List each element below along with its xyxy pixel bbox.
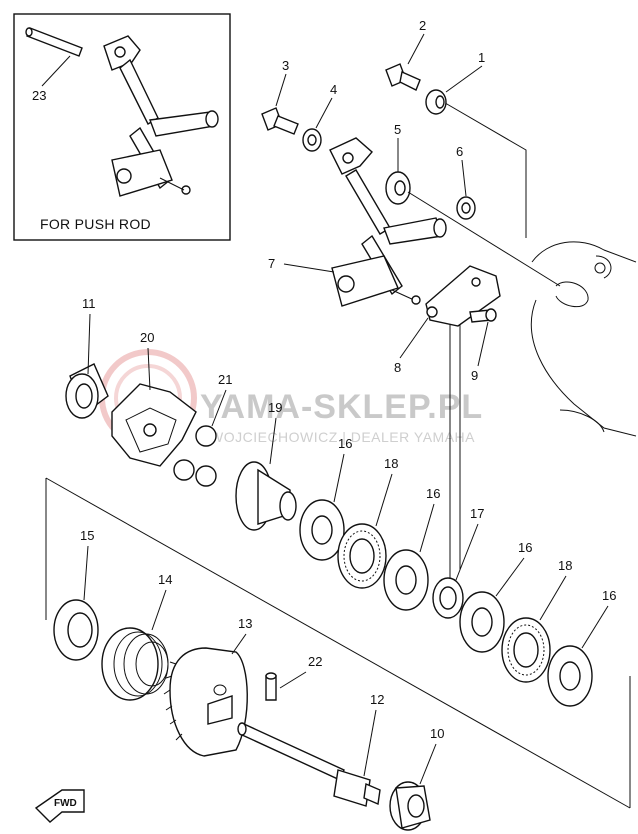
label-11: 11: [82, 296, 96, 311]
inset-caption: FOR PUSH ROD: [40, 216, 151, 232]
label-19: 19: [268, 400, 282, 415]
part-15-seal: [53, 599, 99, 661]
label-16b: 16: [426, 486, 440, 501]
part-18-needle-bearing-b: [501, 617, 551, 683]
fwd-arrow-icon: FWD: [34, 789, 85, 823]
part-1-collar: [425, 89, 447, 115]
part-23-push-rod: [25, 27, 83, 57]
watermark-subtitle: WOJCIECHOWICZ | DEALER YAMAHA: [210, 429, 475, 445]
label-10: 10: [430, 726, 444, 741]
label-7: 7: [268, 256, 275, 271]
reference-lines: [45, 99, 631, 809]
label-18a: 18: [384, 456, 398, 471]
label-22: 22: [308, 654, 322, 669]
label-5: 5: [394, 122, 401, 137]
part-19-collar: [235, 461, 297, 531]
part-labels: 2 1 3 4 5 6 7 8 9 11 20 21 19 16 18 16 1: [80, 18, 616, 785]
part-17-collar: [432, 577, 464, 619]
label-15: 15: [80, 528, 94, 543]
label-1: 1: [478, 50, 485, 65]
label-4: 4: [330, 82, 337, 97]
part-2-bolt: [385, 63, 421, 91]
watermark-brand: YAMA-SKLEP.PL: [200, 388, 483, 426]
part-10-bearing: [389, 781, 431, 831]
label-16c: 16: [518, 540, 532, 555]
label-17: 17: [470, 506, 484, 521]
part-16-washer-a: [299, 499, 345, 561]
label-21: 21: [218, 372, 232, 387]
crankcase-outline: [530, 241, 637, 437]
part-14-spring: [101, 627, 169, 701]
part-21-balls: [173, 425, 217, 487]
label-2: 2: [419, 18, 426, 33]
inset-push-rod: 23 FOR PUSH ROD: [13, 13, 231, 241]
part-12-shaft: [237, 722, 381, 807]
part-13-gear: [163, 647, 248, 757]
label-3: 3: [282, 58, 289, 73]
label-18b: 18: [558, 558, 572, 573]
label-23: 23: [32, 88, 46, 103]
part-3-bolt: [261, 107, 299, 135]
part-18-needle-bearing-a: [337, 523, 387, 589]
label-14: 14: [158, 572, 172, 587]
part-6-seal: [456, 196, 476, 220]
inset-shaft-lever: [103, 35, 219, 197]
part-16-washer-d: [547, 645, 593, 707]
label-9: 9: [471, 368, 478, 383]
part-5-lever: [385, 171, 561, 287]
label-16a: 16: [338, 436, 352, 451]
label-13: 13: [238, 616, 252, 631]
part-16-washer-b: [383, 549, 429, 611]
part-7-shift-shaft: [329, 137, 447, 307]
label-8: 8: [394, 360, 401, 375]
part-16-washer-c: [459, 591, 505, 653]
part-8-bracket: [425, 265, 501, 327]
label-6: 6: [456, 144, 463, 159]
label-12: 12: [370, 692, 384, 707]
fwd-label: FWD: [54, 798, 77, 809]
watermark: YAMA-SKLEP.PL WOJCIECHOWICZ | DEALER YAM…: [99, 349, 483, 447]
part-4-washer: [302, 128, 322, 152]
part-22-pin: [265, 672, 277, 701]
label-20: 20: [140, 330, 154, 345]
part-11-bearing: [65, 363, 109, 419]
part-9-bolt: [469, 308, 497, 323]
part-20-damper: [111, 383, 197, 467]
label-16d: 16: [602, 588, 616, 603]
